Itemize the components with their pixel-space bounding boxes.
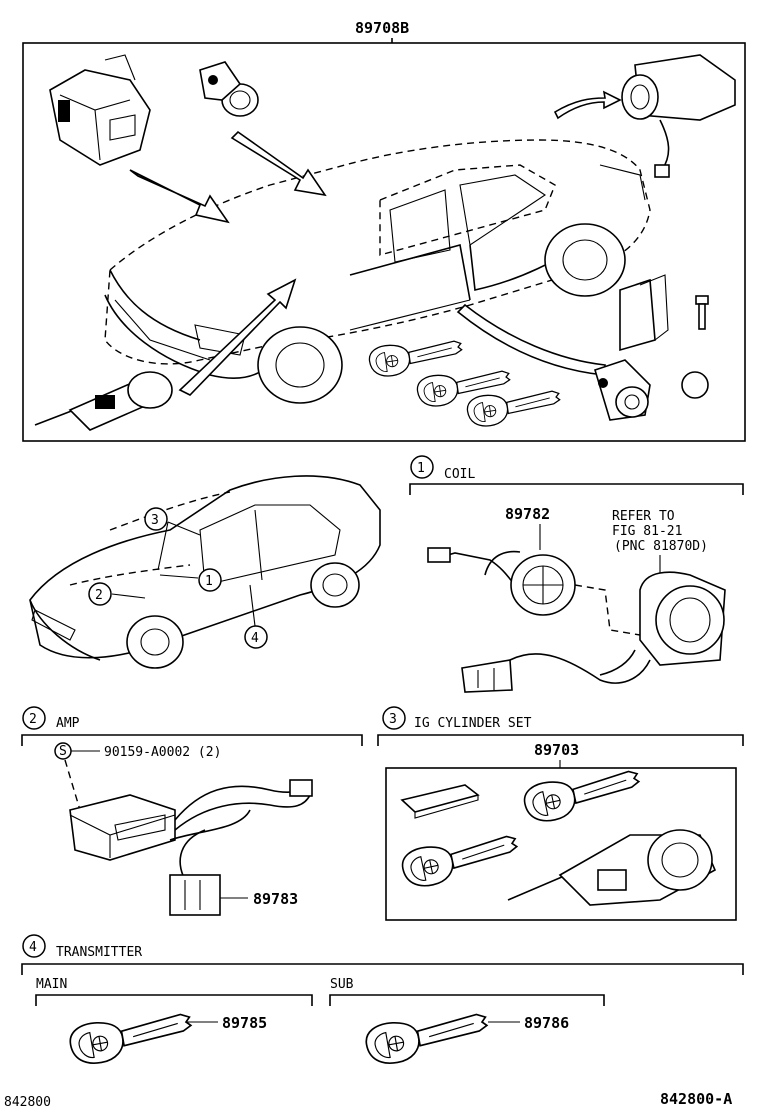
ig-parts-box xyxy=(385,767,737,921)
ignition-lock-icon xyxy=(507,829,717,906)
callout-4-number: 4 xyxy=(251,631,259,646)
transmitter-sub-part-number: 89786 xyxy=(524,1014,569,1032)
key-icon xyxy=(398,827,522,892)
amp-bracket xyxy=(21,734,363,746)
trunk-cylinder-icon xyxy=(621,54,736,178)
receiver-module-icon xyxy=(49,54,151,166)
steering-pad-icon xyxy=(461,571,726,693)
ig-bracket xyxy=(377,734,744,746)
transmitter-main-label: MAIN xyxy=(36,977,67,992)
transmitter-bracket xyxy=(21,963,744,975)
callout-1 xyxy=(198,568,222,592)
coil-bracket xyxy=(409,483,744,495)
coil-refer-line1: REFER TO xyxy=(612,509,675,524)
coil-refer-line2: FIG 81-21 xyxy=(612,524,682,539)
ig-section-title: IG CYLINDER SET xyxy=(414,716,532,731)
amplifier-icon xyxy=(69,779,313,916)
screw-part-number: 90159-A0002 (2) xyxy=(104,745,221,760)
ig-section-number: 3 xyxy=(389,712,397,727)
transmitter-section-number: 4 xyxy=(29,940,37,955)
transmitter-main-bracket xyxy=(35,994,313,1006)
pad-icon xyxy=(619,274,709,352)
coil-part-number: 89782 xyxy=(505,505,550,523)
coil-section-title: COIL xyxy=(444,467,475,482)
callout-4 xyxy=(244,625,268,649)
spiral-cable-icon xyxy=(427,547,641,636)
footer-right-code: 842800-A xyxy=(660,1090,732,1108)
amp-section-number-badge xyxy=(22,706,46,730)
key-icon xyxy=(465,384,563,430)
main-assembly-part-number: 89708B xyxy=(355,19,409,37)
callout-1-number: 1 xyxy=(205,574,213,589)
main-key-icon xyxy=(66,1005,196,1069)
footer-left-code: 842800 xyxy=(4,1095,51,1110)
screw-symbol: S xyxy=(59,744,67,759)
amp-part-number: 89783 xyxy=(253,890,298,908)
coil-section-number-badge xyxy=(410,455,434,479)
key-tag-icon xyxy=(400,784,480,819)
callout-3 xyxy=(144,507,168,531)
callout-2-number: 2 xyxy=(95,588,103,603)
coil-section-number: 1 xyxy=(417,461,425,476)
door-cylinder-icon xyxy=(594,359,709,421)
transmitter-section-number-badge xyxy=(22,934,46,958)
main-assembly-box xyxy=(22,42,746,442)
transmitter-section-title: TRANSMITTER xyxy=(56,945,142,960)
car-illustration-main xyxy=(104,90,651,404)
transmitter-main-part-number: 89785 xyxy=(222,1014,267,1032)
car-illustration-callouts xyxy=(29,475,381,669)
sub-key-icon xyxy=(362,1005,492,1069)
key-icon xyxy=(520,762,644,827)
callout-2 xyxy=(88,582,112,606)
amp-section-title: AMP xyxy=(56,716,80,731)
coil-refer-line3: (PNC 81870D) xyxy=(614,539,708,554)
ignition-cylinder-icon xyxy=(34,371,173,431)
ig-part-number: 89703 xyxy=(534,741,579,759)
transmitter-sub-bracket xyxy=(329,994,605,1006)
key-icon xyxy=(367,334,465,380)
amp-section-number: 2 xyxy=(29,712,37,727)
lock-cylinder-icon xyxy=(199,61,259,117)
callout-3-number: 3 xyxy=(151,513,159,528)
ig-section-number-badge xyxy=(382,706,406,730)
transmitter-sub-label: SUB xyxy=(330,977,354,992)
